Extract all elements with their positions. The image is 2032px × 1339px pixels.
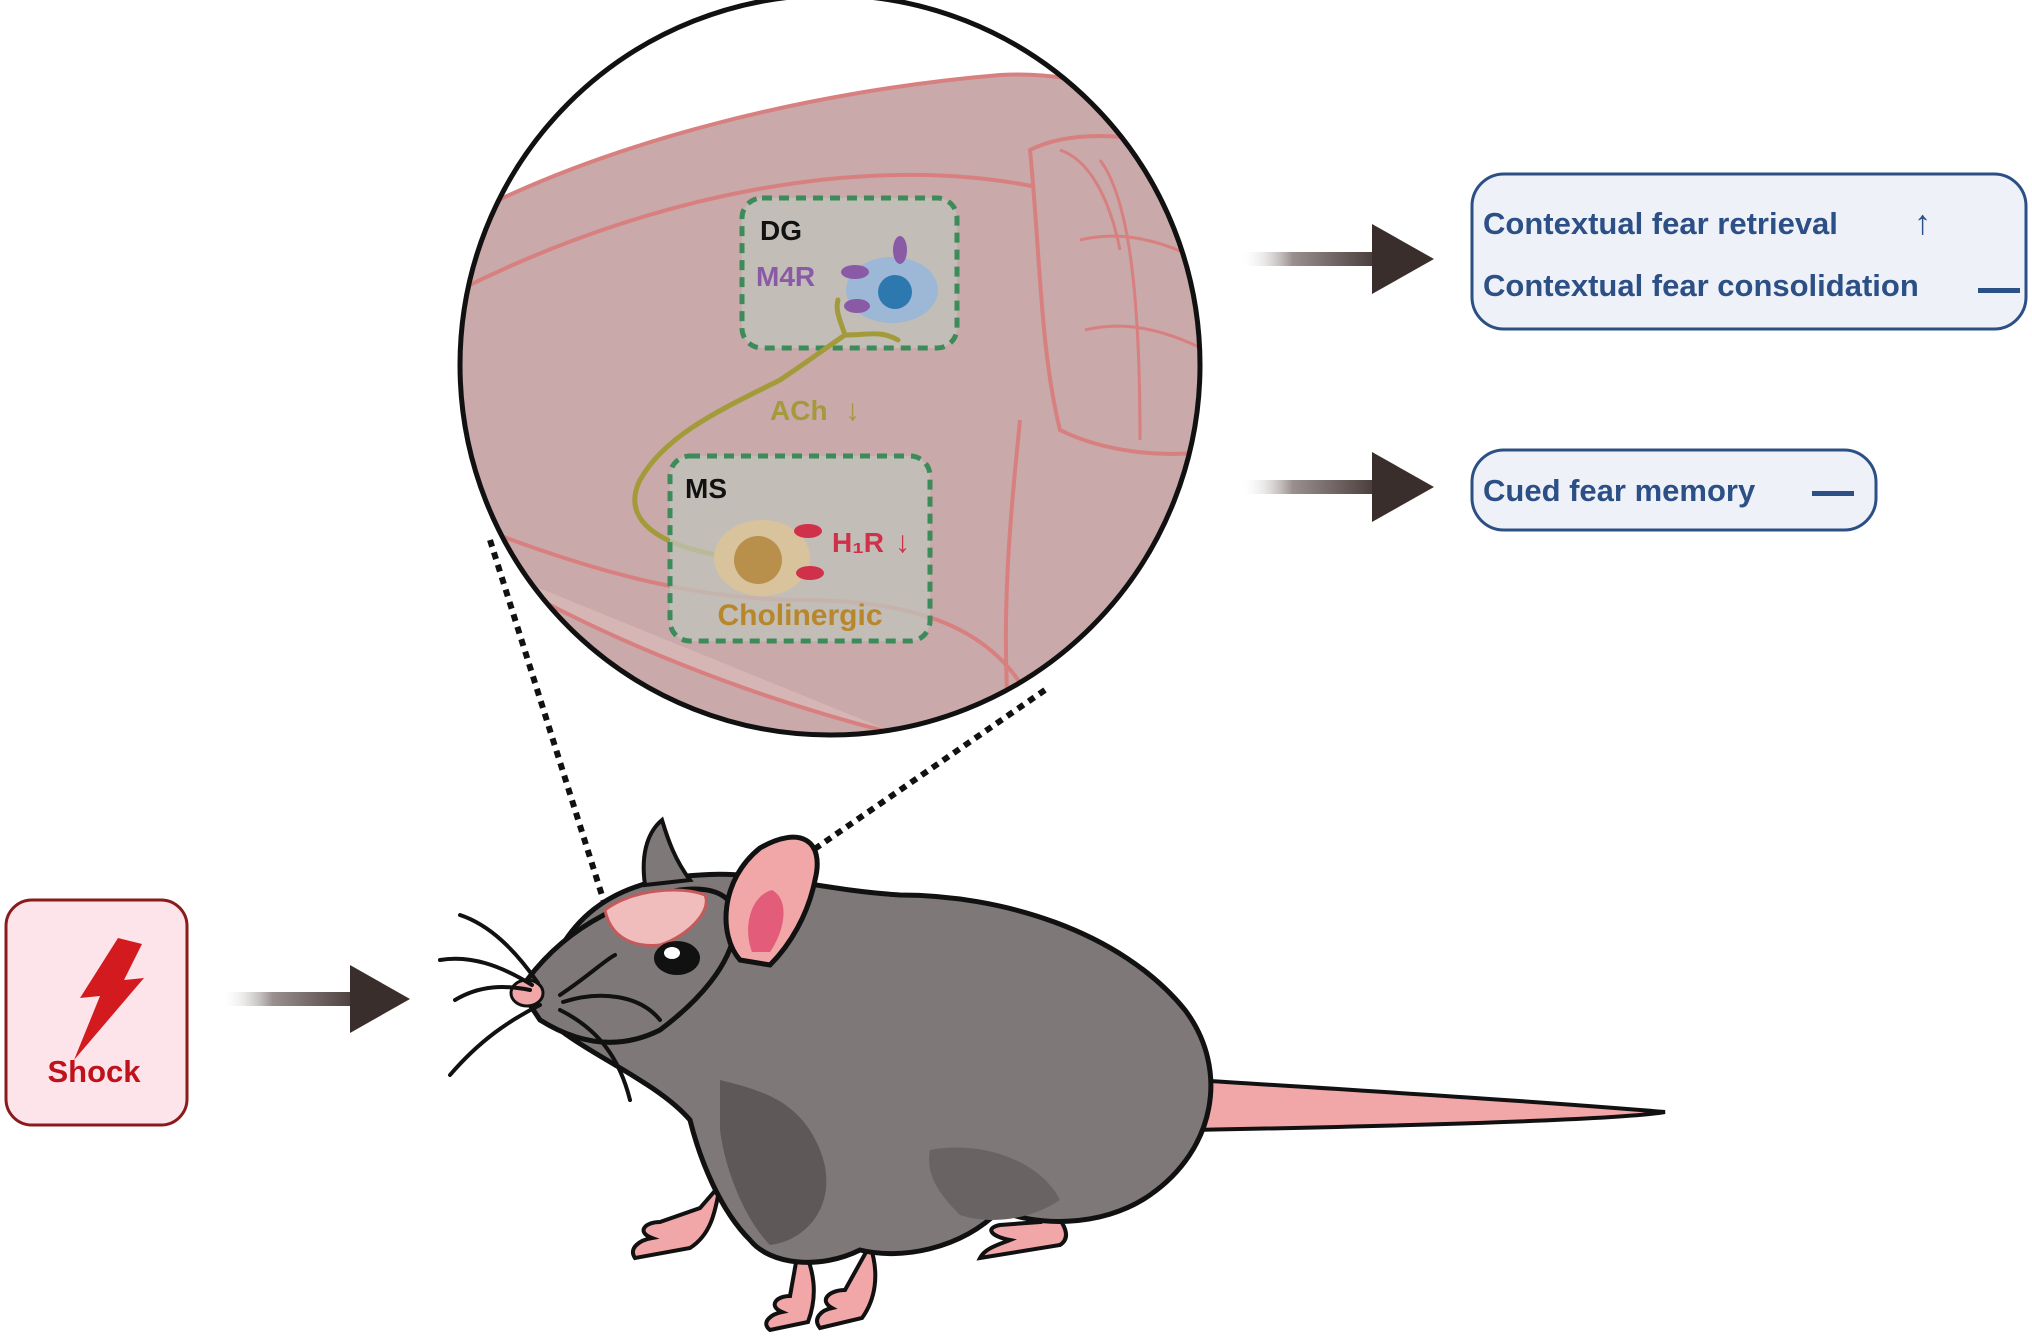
mouse-hip-shadow xyxy=(929,1147,1060,1220)
dg-label: DG xyxy=(760,215,802,246)
mouse-tail xyxy=(1193,1077,1666,1133)
cued-no-change-dash xyxy=(1812,491,1854,496)
mouse-illustration xyxy=(438,816,1666,1333)
mouse-whiskers xyxy=(438,913,662,1102)
brain-inset: DG M4R ACh ↓ MS H₁R ↓ xyxy=(457,0,1203,738)
ach-label: ACh xyxy=(770,395,828,426)
cued-fear-label: Cued fear memory xyxy=(1483,473,1756,508)
shock-box: Shock xyxy=(4,898,189,1127)
mouse-back-foot xyxy=(815,1240,878,1331)
contextual-outcome-box: Contextual fear retrieval ↑ Contextual f… xyxy=(1470,172,2028,331)
dg-region: DG M4R xyxy=(739,195,960,351)
arrow-to-contextual xyxy=(1240,224,1434,294)
contextual-retrieval-label: Contextual fear retrieval xyxy=(1483,206,1838,241)
mouse-inner-ear xyxy=(748,890,784,952)
dg-neuron xyxy=(841,236,938,323)
arrow-to-cued xyxy=(1240,452,1434,522)
consolidation-no-change-dash xyxy=(1978,288,2020,293)
ms-region: MS H₁R ↓ Cholinergic xyxy=(667,453,933,644)
cued-outcome-box: Cued fear memory xyxy=(1470,448,1878,532)
mouse-back-ear xyxy=(641,816,694,888)
h1r-down-arrow: ↓ xyxy=(895,526,910,559)
cholinergic-label: Cholinergic xyxy=(717,599,882,632)
contextual-consolidation-label: Contextual fear consolidation xyxy=(1483,268,1919,303)
arrow-shock-to-mouse xyxy=(220,965,410,1033)
cholinergic-axon xyxy=(632,297,901,558)
h1r-label: H₁R xyxy=(832,527,884,558)
cholinergic-neuron xyxy=(714,520,824,596)
mouse-front-foot-left xyxy=(631,1178,724,1261)
lightning-bolt-icon xyxy=(74,938,144,1060)
ach-down-arrow: ↓ xyxy=(845,394,860,427)
mouse-belly-shadow xyxy=(720,1080,827,1245)
mouse-brain-window xyxy=(603,888,708,947)
shock-label: Shock xyxy=(47,1054,141,1089)
retrieval-up-arrow: ↑ xyxy=(1914,204,1931,242)
mouse-eye xyxy=(654,941,700,975)
zoom-lines xyxy=(487,539,1047,938)
m4r-label: M4R xyxy=(756,261,815,292)
ms-label: MS xyxy=(685,473,727,504)
